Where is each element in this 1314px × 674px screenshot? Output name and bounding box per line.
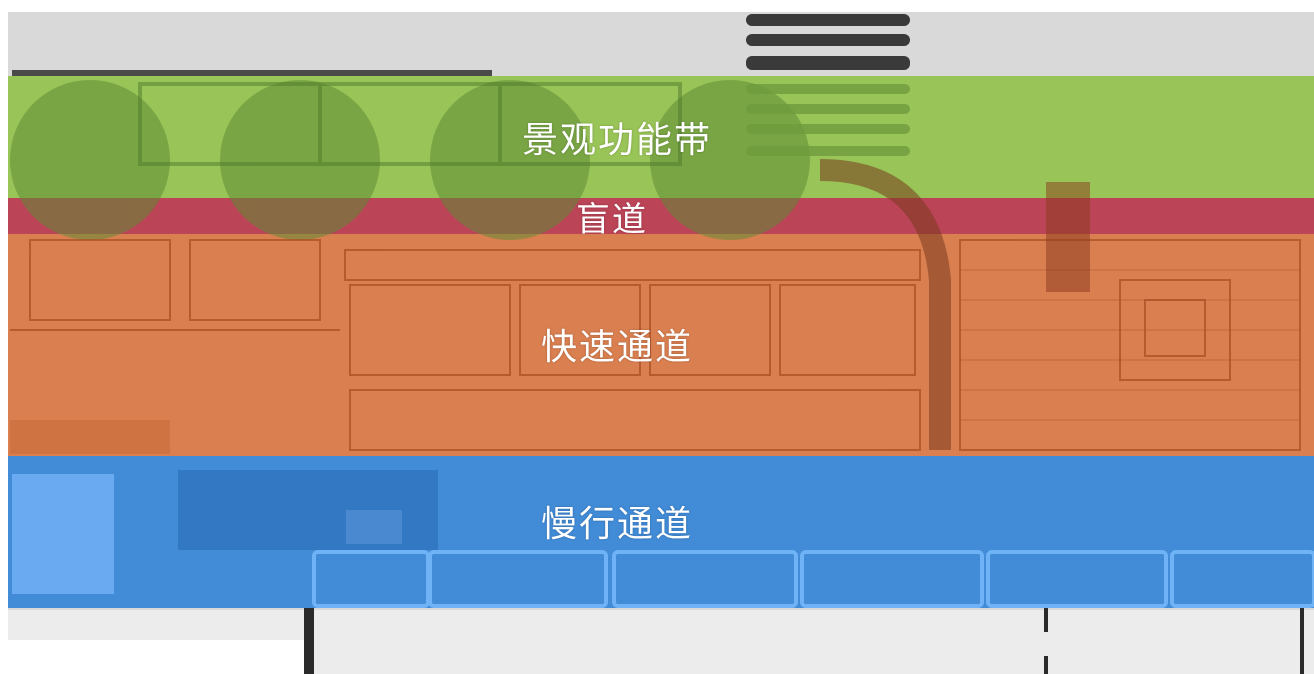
slow-lane-label: 慢行通道 <box>540 504 693 545</box>
landscape-zone-band: 景观功能带 <box>0 76 1314 198</box>
landscape-zone-label: 景观功能带 <box>521 120 712 161</box>
fast-lane-band: 快速通道 <box>0 234 1314 454</box>
paving-slabs <box>312 550 1314 608</box>
blind-path-band: 盲道 <box>0 198 1314 240</box>
light-blue-block <box>12 474 114 594</box>
tree-canopies <box>10 80 810 240</box>
blind-band-fill <box>8 198 1314 234</box>
fast-band-fill <box>8 234 1314 456</box>
blind-path-label: 盲道 <box>576 199 648 240</box>
stair-lines <box>746 14 910 70</box>
slow-band-fill <box>8 456 1314 608</box>
building-facade <box>10 239 1301 451</box>
fast-lane-label: 快速通道 <box>540 327 693 368</box>
slow-lane-band: 慢行通道 <box>0 456 1314 606</box>
